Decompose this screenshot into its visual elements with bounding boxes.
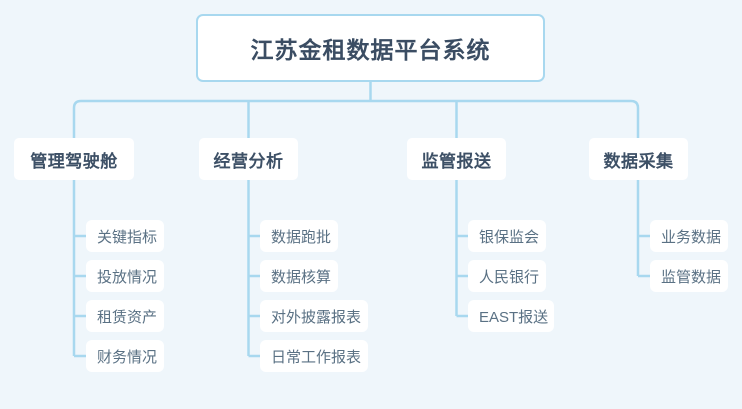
leaf-node-east-baosong[interactable]: EAST报送 [468, 300, 554, 332]
leaf-node-duiwai-pilu-baobiao[interactable]: 对外披露报表 [260, 300, 368, 332]
leaf-node-jianguan-shuju[interactable]: 监管数据 [650, 260, 728, 292]
leaf-node-richang-gongzuo-baobiao[interactable]: 日常工作报表 [260, 340, 368, 372]
leaf-node-renmin-yinhang[interactable]: 人民银行 [468, 260, 546, 292]
leaf-node-shuju-paopi[interactable]: 数据跑批 [260, 220, 338, 252]
root-node[interactable]: 江苏金租数据平台系统 [196, 14, 545, 82]
leaf-node-yinbao-jianhui[interactable]: 银保监会 [468, 220, 546, 252]
branch-node-shuju-caiji[interactable]: 数据采集 [589, 138, 688, 180]
branch-node-guanli-jiashicang[interactable]: 管理驾驶舱 [14, 138, 134, 180]
branch-node-jingying-fenxi[interactable]: 经营分析 [199, 138, 298, 180]
leaf-node-toufang-qingkuang[interactable]: 投放情况 [86, 260, 164, 292]
connector-bus [72, 99, 640, 138]
leaf-node-yewu-shuju[interactable]: 业务数据 [650, 220, 728, 252]
leaf-node-shuju-hesuan[interactable]: 数据核算 [260, 260, 338, 292]
leaf-node-zulin-zichan[interactable]: 租赁资产 [86, 300, 164, 332]
leaf-node-caiwu-qingkuang[interactable]: 财务情况 [86, 340, 164, 372]
branch-node-jianguan-baosong[interactable]: 监管报送 [407, 138, 506, 180]
leaf-node-guanjian-zhibiao[interactable]: 关键指标 [86, 220, 164, 252]
